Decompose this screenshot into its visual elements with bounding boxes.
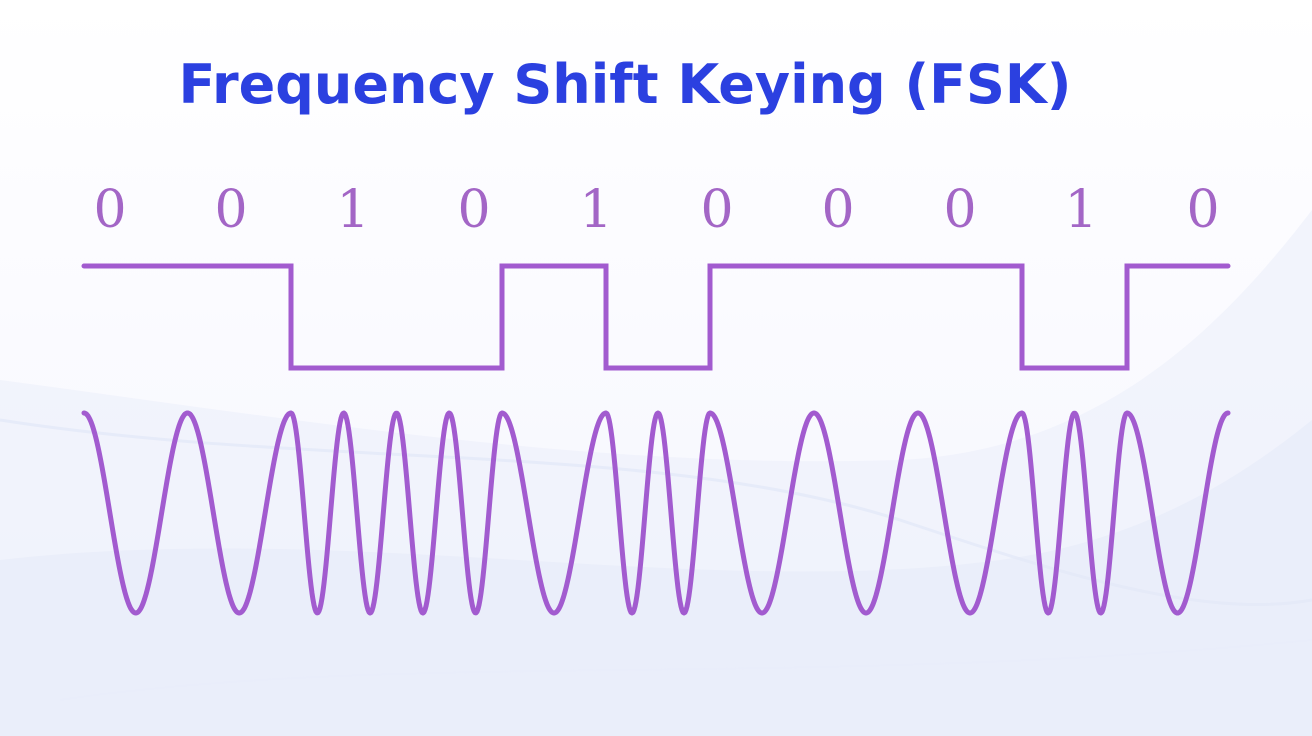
- bit-label: 0: [93, 180, 127, 240]
- bit-label: 1: [1064, 180, 1098, 240]
- bit-label: 0: [943, 180, 977, 240]
- bit-label: 0: [457, 180, 491, 240]
- bit-label: 0: [700, 180, 734, 240]
- bit-label: 0: [821, 180, 855, 240]
- bit-label: 0: [214, 180, 248, 240]
- fsk-modulated-wave: [81, 410, 1231, 616]
- digital-square-wave: [81, 263, 1231, 371]
- bit-label: 1: [579, 180, 613, 240]
- bit-label: 1: [336, 180, 370, 240]
- bit-label: 0: [1186, 180, 1220, 240]
- diagram-title: Frequency Shift Keying (FSK): [178, 53, 1072, 116]
